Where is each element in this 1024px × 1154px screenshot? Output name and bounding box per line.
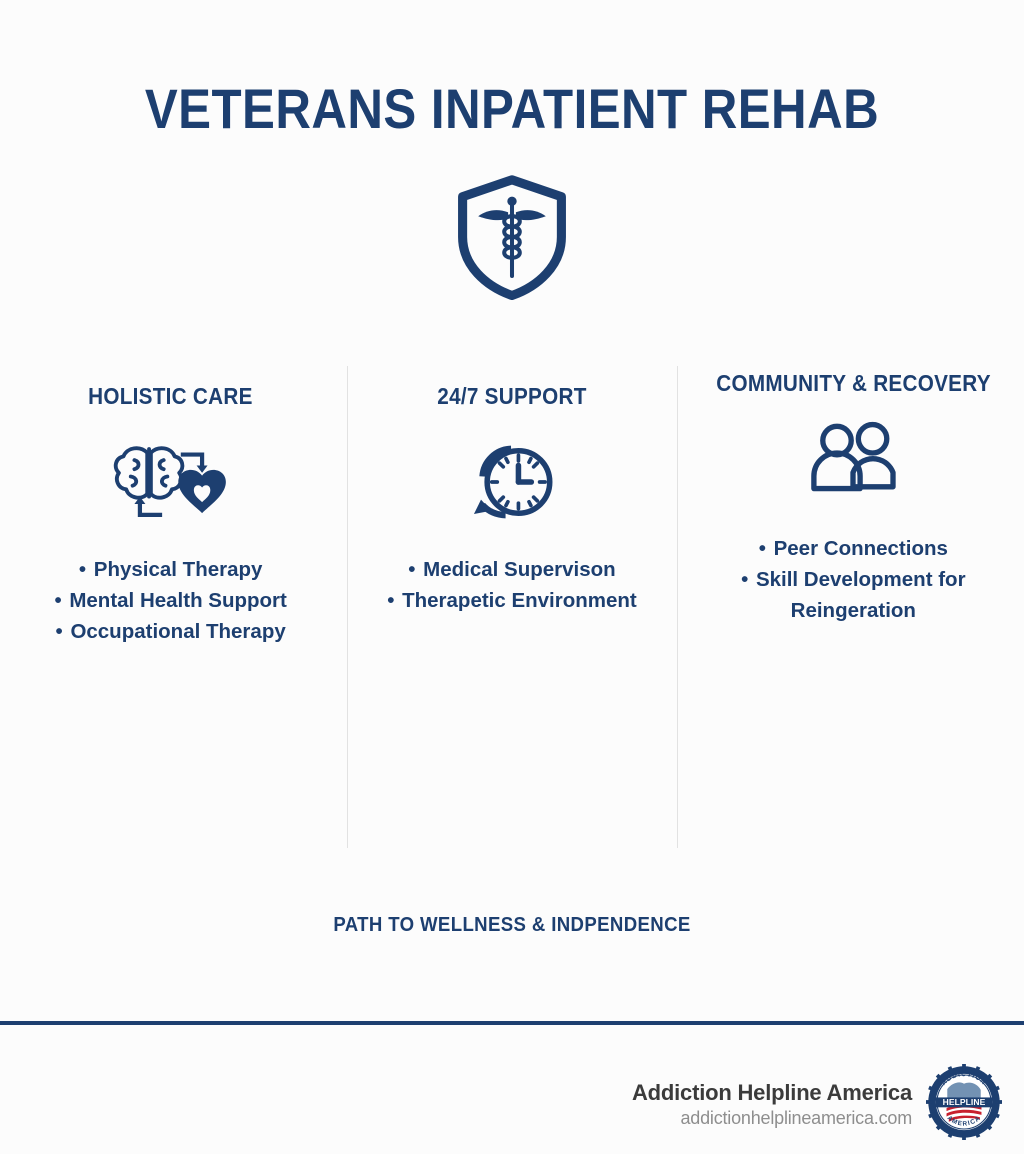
badge-banner-text: HELPLINE	[943, 1097, 986, 1107]
list-item-label: Mental Health Support	[69, 589, 287, 613]
list-item-label: Medical Supervison	[423, 557, 616, 581]
column-icon-wrap	[107, 436, 235, 528]
column-bullet-list: • Physical Therapy • Mental Health Suppo…	[54, 554, 286, 647]
two-people-icon	[811, 421, 896, 492]
column-divider-2	[677, 366, 678, 848]
column-heading: HOLISTIC CARE	[88, 383, 253, 409]
list-item-label: Physical Therapy	[93, 557, 263, 581]
footer-brand-text: Addiction Helpline America addictionhelp…	[632, 1079, 912, 1130]
bullet-glyph: •	[408, 557, 416, 581]
footer-divider-rule	[0, 1021, 1024, 1025]
column-icon-wrap	[799, 415, 907, 507]
page-title: VETERANS INPATIENT REHAB	[144, 77, 880, 140]
badge-wrap[interactable]: HELPLINE ADDICTION AMERICA	[926, 1064, 1002, 1145]
brand-name: Addiction Helpline America	[631, 1080, 912, 1106]
brain-heart-icon	[113, 446, 226, 517]
column-icon-wrap	[461, 436, 563, 528]
list-item: • Skill Development for Reingeration	[728, 564, 978, 626]
column-bullet-list: • Peer Connections • Skill Development f…	[728, 533, 978, 626]
column-community-recovery: COMMUNITY & RECOVERY • Peer Connections …	[683, 362, 1024, 852]
list-item-label: Occupational Therapy	[70, 620, 286, 644]
list-item: • Therapetic Environment	[387, 585, 637, 616]
bullet-glyph: •	[387, 589, 395, 613]
clock-arrow-icon	[473, 445, 553, 519]
list-item: • Physical Therapy	[54, 554, 286, 585]
list-item-label: Peer Connections	[773, 536, 948, 560]
addiction-helpline-america-badge: HELPLINE ADDICTION AMERICA	[926, 1064, 1002, 1140]
column-holistic-care: HOLISTIC CARE	[0, 362, 341, 852]
column-heading: 24/7 SUPPORT	[437, 383, 587, 409]
bullet-glyph: •	[78, 557, 87, 581]
bullet-glyph: •	[758, 536, 766, 560]
list-item: • Occupational Therapy	[54, 616, 286, 647]
brand-url[interactable]: addictionhelplineamerica.com	[680, 1107, 912, 1128]
hero-icon-wrap	[0, 172, 1024, 302]
column-heading: COMMUNITY & RECOVERY	[716, 370, 991, 396]
list-item: • Peer Connections	[728, 533, 978, 564]
footer: Addiction Helpline America addictionhelp…	[0, 1055, 1024, 1154]
feature-columns: HOLISTIC CARE	[0, 362, 1024, 852]
column-bullet-list: • Medical Supervison • Therapetic Enviro…	[387, 554, 637, 616]
column-24-7-support: 24/7 SUPPORT	[341, 362, 682, 852]
shield-caduceus-icon	[458, 175, 566, 301]
bullet-glyph: •	[55, 620, 63, 644]
bullet-glyph: •	[741, 568, 749, 592]
list-item-label: Therapetic Environment	[402, 589, 637, 613]
list-item: • Medical Supervison	[387, 554, 637, 585]
column-divider-1	[347, 366, 348, 848]
list-item: • Mental Health Support	[54, 585, 286, 616]
tagline: PATH TO WELLNESS & INDPENDENCE	[333, 914, 691, 936]
bullet-glyph: •	[54, 589, 62, 613]
list-item-label: Skill Development for Reingeration	[755, 568, 966, 623]
